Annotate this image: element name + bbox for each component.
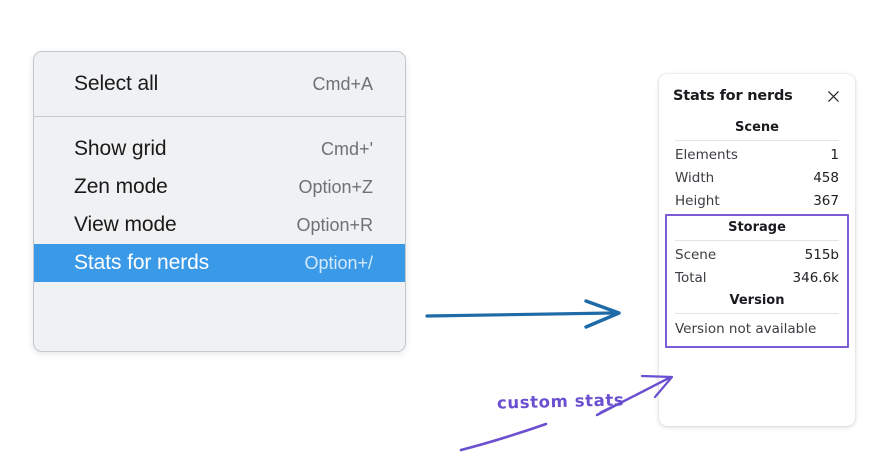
menu-item-label: Select all (74, 72, 159, 95)
stat-value: 1 (830, 146, 839, 163)
menu-item-shortcut: Option+R (296, 214, 373, 235)
stat-label: Height (675, 192, 720, 209)
stat-value: 367 (813, 192, 839, 209)
menu-item-label: View mode (74, 213, 177, 236)
stat-label: Total (675, 269, 707, 286)
context-menu[interactable]: Select all Cmd+A Show grid Cmd+' Zen mod… (33, 51, 406, 352)
menu-group-2: Show grid Cmd+' Zen mode Option+Z View m… (34, 117, 405, 300)
scene-heading: Scene (735, 120, 779, 135)
menu-item-shortcut: Cmd+' (321, 138, 373, 159)
divider (675, 313, 839, 314)
menu-item-zen-mode[interactable]: Zen mode Option+Z (34, 168, 405, 206)
menu-item-label: Show grid (74, 137, 167, 160)
menu-item-shortcut: Option+/ (304, 252, 373, 273)
stat-row-storage-total: Total 346.6k (673, 266, 841, 289)
menu-item-label: Zen mode (74, 175, 168, 198)
scene-section: Scene Elements 1 Width 458 Height 367 (673, 116, 841, 212)
menu-footer-spacer (34, 282, 405, 300)
stat-value: 515b (804, 246, 839, 263)
stat-label: Width (675, 169, 715, 186)
menu-item-shortcut: Option+Z (298, 176, 373, 197)
stat-value: 346.6k (792, 269, 839, 286)
panel-header: Stats for nerds (673, 88, 841, 104)
blue-arrow (425, 299, 621, 329)
version-text: Version not available (675, 321, 817, 337)
menu-item-stats-for-nerds[interactable]: Stats for nerds Option+/ (34, 244, 405, 282)
divider (675, 240, 839, 241)
stat-value: 458 (813, 169, 839, 186)
version-heading: Version (729, 293, 785, 308)
purple-underline-stroke (459, 422, 548, 452)
storage-section: Storage Scene 515b Total 346.6k (673, 216, 841, 289)
stats-for-nerds-panel: Stats for nerds Scene Elements 1 Width 4… (659, 74, 855, 426)
menu-group-1: Select all Cmd+A (34, 52, 405, 116)
version-section: Version Version not available (673, 289, 841, 340)
stat-row-width: Width 458 (673, 166, 841, 189)
stat-row-height: Height 367 (673, 189, 841, 212)
menu-item-select-all[interactable]: Select all Cmd+A (34, 65, 405, 103)
custom-stats-annotation-label: custom stats (496, 390, 625, 413)
menu-separator (34, 116, 405, 117)
stat-label: Scene (675, 246, 717, 263)
menu-item-view-mode[interactable]: View mode Option+R (34, 206, 405, 244)
divider (675, 140, 839, 141)
stat-row-elements: Elements 1 (673, 143, 841, 166)
menu-item-show-grid[interactable]: Show grid Cmd+' (34, 130, 405, 168)
stat-row-storage-scene: Scene 515b (673, 243, 841, 266)
custom-stats-highlight-box: Storage Scene 515b Total 346.6k Version … (665, 214, 849, 348)
menu-item-label: Stats for nerds (74, 251, 210, 274)
menu-item-shortcut: Cmd+A (312, 73, 373, 94)
close-icon[interactable] (826, 89, 841, 104)
storage-heading: Storage (728, 220, 786, 235)
stat-label: Elements (675, 146, 738, 163)
panel-title: Stats for nerds (673, 88, 793, 104)
